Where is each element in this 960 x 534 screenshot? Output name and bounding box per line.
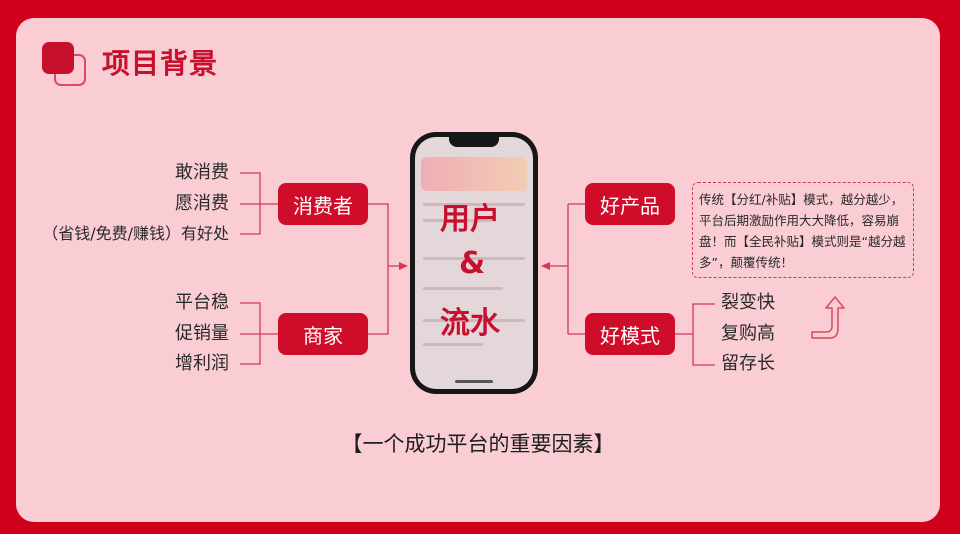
page-title: 项目背景 <box>102 47 219 80</box>
model-item: 复购高 <box>721 323 775 344</box>
merchant-box: 商家 <box>278 313 368 355</box>
center-ampersand: & <box>459 246 486 281</box>
product-box: 好产品 <box>585 183 675 225</box>
model-box: 好模式 <box>585 313 675 355</box>
model-note: 传统【分红/补贴】模式，越分越少，平台后期激励作用大大降低，容易崩盘！而【全民补… <box>692 182 914 278</box>
curved-up-arrow-icon <box>811 296 845 339</box>
phone-mockup <box>410 132 538 394</box>
merchant-item: 增利润 <box>175 353 229 374</box>
merchant-item: 促销量 <box>175 323 229 344</box>
content-panel: 项目背景 敢消费 愿消费 （省钱/免费/赚钱）有好处 <box>16 18 940 522</box>
consumer-item: 敢消费 <box>175 162 229 183</box>
footer-caption: 【一个成功平台的重要因素】 <box>341 432 615 456</box>
logo-icon <box>42 42 86 86</box>
connector-lines <box>240 172 715 366</box>
consumer-item: 愿消费 <box>175 193 229 214</box>
consumer-box: 消费者 <box>278 183 368 225</box>
center-line-flow: 流水 <box>440 306 500 341</box>
model-item: 裂变快 <box>721 292 775 313</box>
consumer-item: （省钱/免费/赚钱）有好处 <box>42 224 229 243</box>
center-line-users: 用户 <box>440 202 500 237</box>
model-item: 留存长 <box>721 353 775 374</box>
merchant-item: 平台稳 <box>175 292 229 313</box>
phone-screen <box>415 137 533 389</box>
